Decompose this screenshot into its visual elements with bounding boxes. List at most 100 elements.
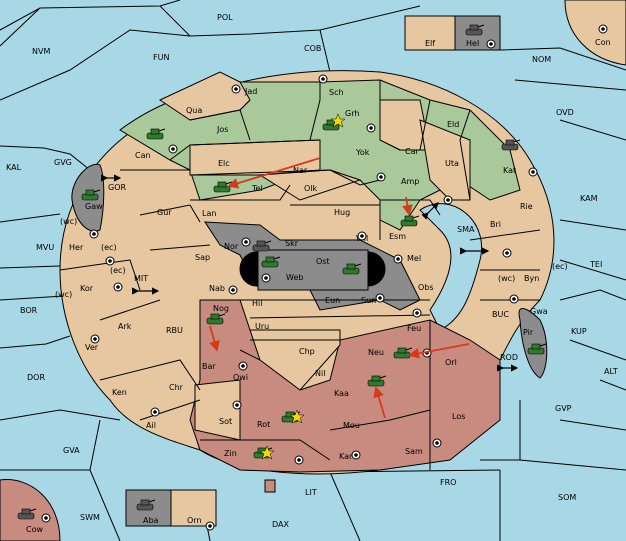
sea-label-gvg: GVG xyxy=(54,158,72,167)
supply-center xyxy=(376,172,386,182)
prov-label-eun: Eun xyxy=(325,296,340,305)
tank-icon xyxy=(261,256,281,268)
prov-label-aba: Aba xyxy=(143,516,159,525)
prov-label-yok: Yok xyxy=(355,148,370,157)
sea-label-tei: TEI xyxy=(589,260,602,269)
tank-icon xyxy=(81,189,101,201)
prov-label-rot: Rot xyxy=(257,420,270,429)
tank-icon xyxy=(252,240,272,252)
star-icon xyxy=(330,113,346,128)
prov-label-eld: Eld xyxy=(447,120,459,129)
tank-icon xyxy=(206,313,226,325)
sea-label-gor: GOR xyxy=(108,183,126,192)
order-arrow xyxy=(209,325,220,352)
prov-label-neu: Neu xyxy=(368,348,384,357)
prov-label-car: Car xyxy=(405,147,419,156)
prov-label-orl: Orl xyxy=(445,358,457,367)
supply-center xyxy=(241,237,251,247)
prov-label-elc: Elc xyxy=(218,159,230,168)
prov-label-ken: Ken xyxy=(112,388,127,397)
sea-label-gva: GVA xyxy=(63,446,80,455)
prov-label-olk: Olk xyxy=(304,184,318,193)
prov-label-los: Los xyxy=(452,412,465,421)
prov-label-kar: Kar xyxy=(339,452,353,461)
prov-label-pir: Pir xyxy=(523,328,534,337)
prov-label-bar: Bar xyxy=(202,362,216,371)
supply-center xyxy=(90,334,100,344)
prov-label-ark: Ark xyxy=(118,322,132,331)
sea-label-mit: MIT xyxy=(134,274,148,283)
order-arrow xyxy=(373,386,386,419)
prov-label-kat: Kat xyxy=(503,166,516,175)
sea-label-nvm: NVM xyxy=(32,47,50,56)
province-labels: Jad Sch Qua Jos Grh Can Eld Elc Nar Yok … xyxy=(26,38,611,534)
supply-center xyxy=(113,282,123,292)
order-arrow xyxy=(227,157,321,189)
prov-label-cow: Cow xyxy=(26,525,43,534)
coast-mark-wc2: (wc) xyxy=(55,290,72,299)
sea-label-pol: POL xyxy=(217,13,233,22)
sea-label-rod: ROD xyxy=(500,353,518,362)
coast-mark-wc3: (wc) xyxy=(498,274,515,283)
box-orn xyxy=(170,489,217,527)
lit-marker xyxy=(264,479,276,493)
supply-center xyxy=(357,231,367,241)
sea-label-fun: FUN xyxy=(153,53,169,62)
tank-icon xyxy=(146,128,166,140)
prov-label-orn: Orn xyxy=(187,516,202,525)
prov-label-elf: Elf xyxy=(425,39,435,48)
prov-label-byn: Byn xyxy=(524,274,539,283)
prov-label-lan: Lan xyxy=(202,209,216,218)
sea-label-buc: BUC xyxy=(492,310,509,319)
prov-label-uta: Uta xyxy=(445,159,459,168)
coast-mark-ec3: (ec) xyxy=(552,262,568,271)
supply-center xyxy=(509,294,519,304)
prov-label-bri: Bri xyxy=(490,220,501,229)
supply-center xyxy=(232,400,242,410)
coast-marks: (wc) (ec) (ec) (wc) (wc) (ec) xyxy=(55,217,568,299)
tank-icon xyxy=(400,215,420,227)
tank-icon xyxy=(17,508,37,520)
connections xyxy=(101,174,519,372)
supply-center xyxy=(375,293,385,303)
coast-mark-wc1: (wc) xyxy=(60,217,77,226)
sea-label-bor: BOR xyxy=(20,306,38,315)
supply-center xyxy=(443,195,453,205)
prov-label-her: Her xyxy=(69,243,84,252)
orders xyxy=(209,157,470,419)
supply-centers xyxy=(41,24,608,531)
prov-label-rie: Rie xyxy=(520,202,533,211)
prov-label-skr: Skr xyxy=(285,239,299,248)
sea-label-kup: KUP xyxy=(571,327,587,336)
supply-center xyxy=(486,39,496,49)
sea-label-kal: KAL xyxy=(6,163,22,172)
tank-icon xyxy=(527,343,547,355)
prov-label-amp: Amp xyxy=(401,177,419,186)
prov-label-sch: Sch xyxy=(329,88,344,97)
sea-label-ovd: OVD xyxy=(556,108,574,117)
prov-label-con: Con xyxy=(595,38,611,47)
supply-center xyxy=(238,361,248,371)
sea-label-dax: DAX xyxy=(272,520,289,529)
sea-label-fro: FRO xyxy=(440,478,456,487)
supply-center xyxy=(351,450,361,460)
prov-label-sap: Sap xyxy=(195,253,210,262)
supply-center xyxy=(393,254,403,264)
coast-mark-ec1: (ec) xyxy=(101,243,117,252)
prov-label-grh: Grh xyxy=(345,109,359,118)
prov-label-qua: Qua xyxy=(186,106,202,115)
sea-label-cob: COB xyxy=(304,44,321,53)
order-arrow xyxy=(402,196,413,216)
tank-icon xyxy=(501,139,521,151)
tank-icon xyxy=(342,263,362,275)
prov-label-qwi: Qwi xyxy=(233,373,248,382)
sea-label-rbu: RBU xyxy=(166,326,183,335)
prov-label-sam: Sam xyxy=(405,447,423,456)
supply-center xyxy=(502,248,512,258)
tank-icon xyxy=(465,24,485,36)
sea-label-swm: SWM xyxy=(80,513,100,522)
prov-label-sot: Sot xyxy=(219,417,232,426)
star-icon xyxy=(289,409,305,424)
supply-center xyxy=(528,167,538,177)
supply-center xyxy=(150,407,160,417)
